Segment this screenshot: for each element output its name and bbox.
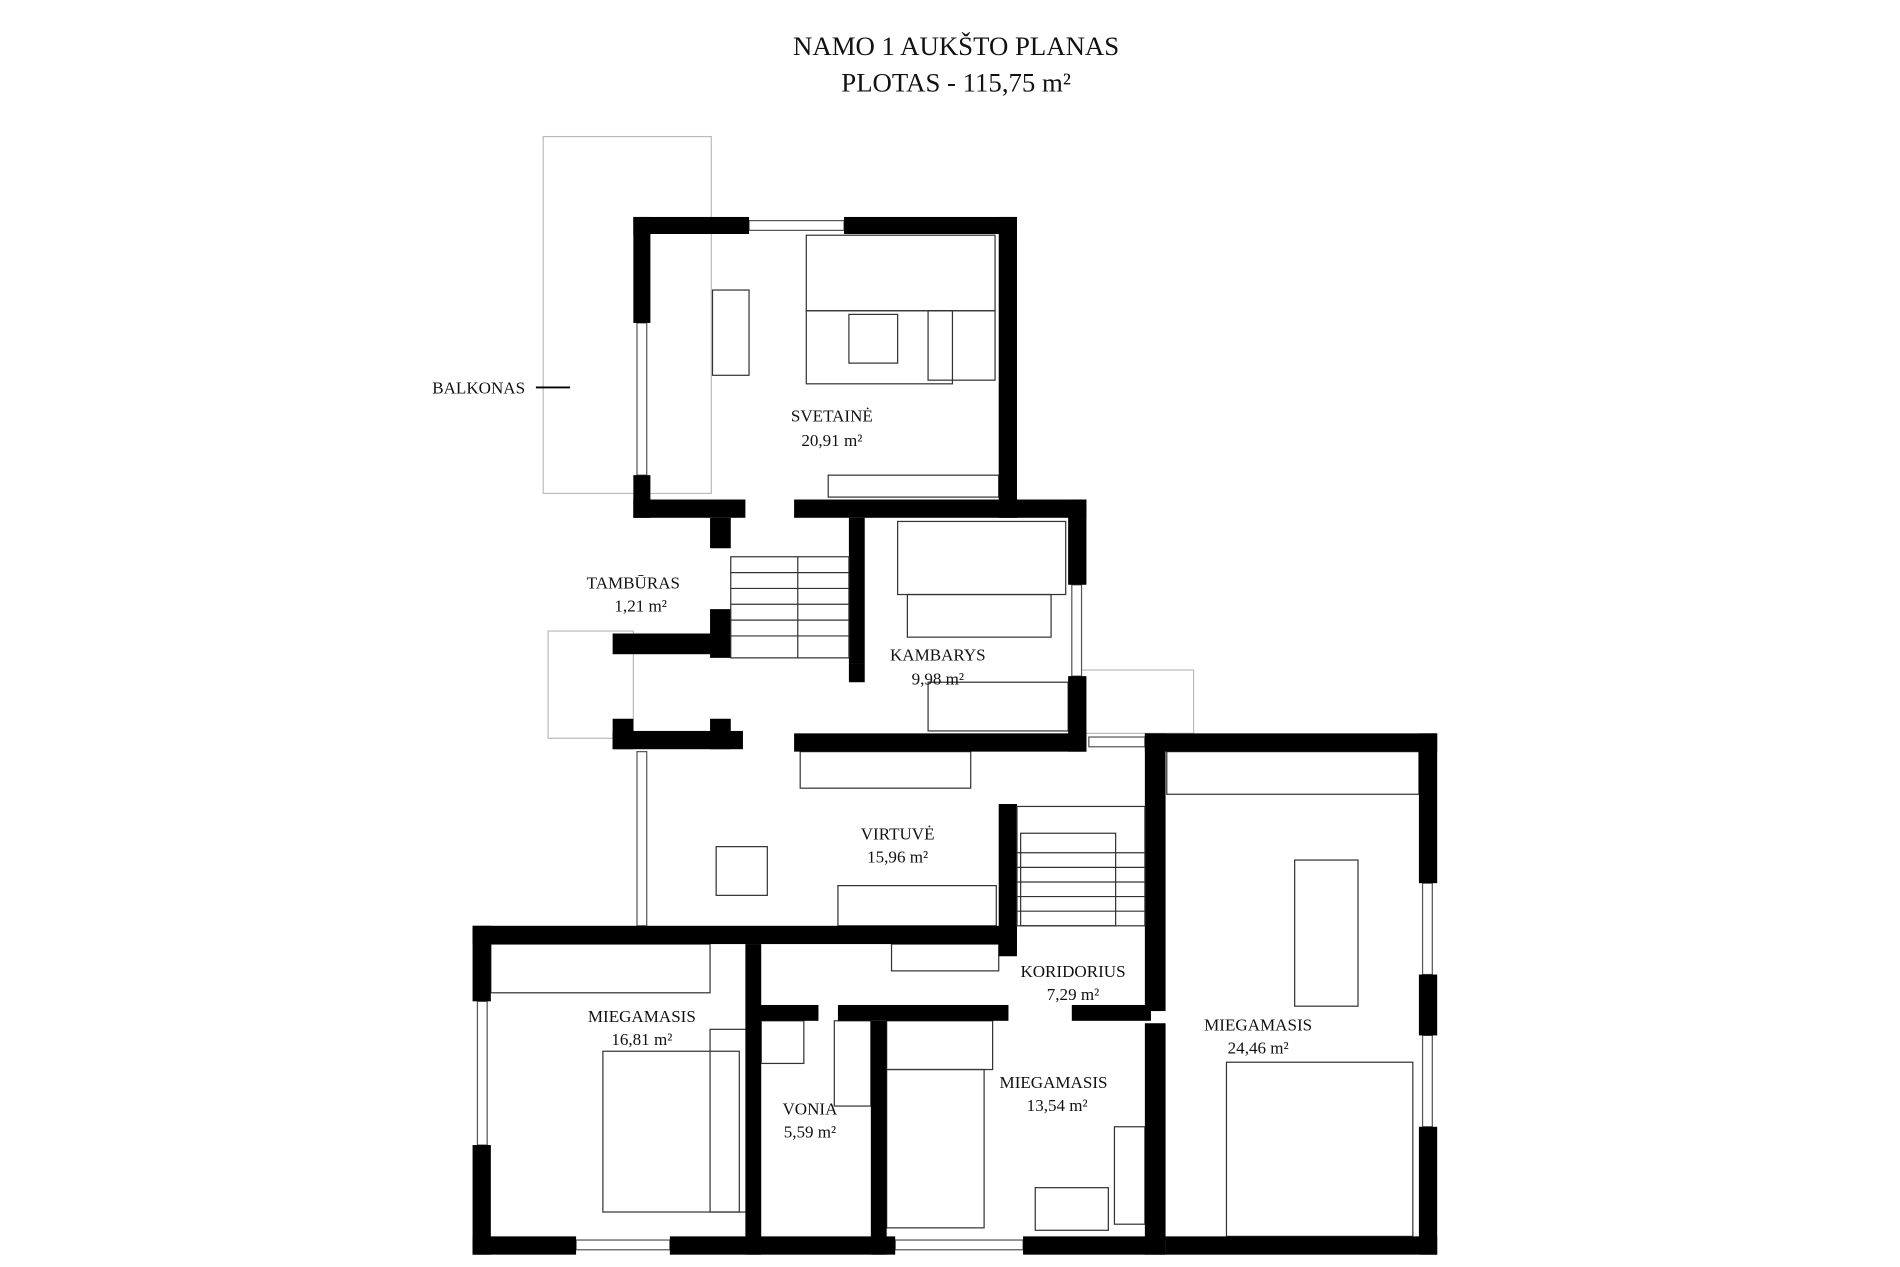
wall-segment: [1418, 733, 1438, 884]
window: [1088, 736, 1146, 748]
plan-title: NAMO 1 AUKŠTO PLANAS: [793, 31, 1119, 61]
desk-bed: [886, 1068, 985, 1229]
wall-segment: [612, 730, 743, 750]
sofa-bed: [897, 520, 1067, 596]
wall-segment: [794, 733, 1087, 752]
desk-2: [1034, 1187, 1109, 1231]
terrace-outline: [1077, 669, 1195, 734]
wall-segment: [870, 1020, 887, 1255]
wall-segment: [1071, 1004, 1151, 1021]
room-name-miegamasis-1: MIEGAMASIS: [588, 1007, 696, 1026]
kitchen-table: [715, 846, 768, 896]
wall-segment: [472, 1145, 491, 1255]
wall-segment: [848, 663, 865, 683]
dining-table: [711, 289, 750, 376]
wall-segment: [1418, 974, 1438, 1036]
sofa-chaise: [927, 310, 996, 381]
window: [748, 220, 845, 231]
wardrobe-master: [1166, 751, 1420, 795]
wall-segment: [472, 1236, 577, 1255]
bed-headboard: [709, 1028, 748, 1213]
balcony-outline: [542, 135, 712, 495]
window: [575, 1239, 671, 1251]
bed-base: [906, 593, 1052, 638]
room-name-svetaine: SVETAINĖ: [791, 407, 873, 426]
tv-stand: [827, 474, 1000, 498]
wall-segment: [633, 216, 651, 323]
wardrobe-2: [886, 1020, 994, 1071]
kitchen-counter: [799, 751, 972, 789]
wall-segment: [1144, 733, 1166, 1012]
wall-segment: [472, 925, 1017, 945]
kitchen-island: [837, 885, 997, 927]
room-name-miegamasis-3: MIEGAMASIS: [1204, 1016, 1312, 1035]
wall-segment: [710, 517, 731, 549]
rug: [1294, 859, 1359, 1007]
room-area-miegamasis-2: 13,54 m²: [1027, 1096, 1088, 1115]
cabinet: [1113, 1126, 1146, 1225]
wardrobe: [490, 943, 711, 994]
window: [894, 1239, 1024, 1251]
room-area-vonia: 5,59 m²: [784, 1123, 836, 1142]
wall-segment: [1144, 1023, 1166, 1255]
staircase-lower: [1016, 805, 1146, 927]
bed: [602, 1050, 740, 1213]
room-name-kambarys: KAMBARYS: [890, 645, 986, 664]
wall-segment: [1068, 676, 1087, 752]
wall-segment: [633, 216, 750, 235]
room-area-svetaine: 20,91 m²: [801, 431, 862, 450]
room-area-miegamasis-1: 16,81 m²: [611, 1030, 672, 1049]
window: [1421, 882, 1433, 976]
room-name-tamburas: TAMBŪRAS: [587, 573, 680, 592]
wall-segment: [633, 499, 746, 518]
desk: [927, 681, 1069, 732]
room-name-vonia: VONIA: [782, 1100, 838, 1119]
wall-segment: [1023, 1236, 1166, 1255]
room-area-koridorius: 7,29 m²: [1047, 985, 1099, 1004]
entrance-porch: [547, 630, 634, 739]
sofa: [805, 234, 996, 312]
room-area-kambarys: 9,98 m²: [912, 670, 964, 689]
plan-area: PLOTAS - 115,75 m²: [841, 68, 1071, 98]
balcony-label: BALKONAS: [432, 379, 525, 398]
living-rug: [805, 310, 954, 385]
bed-master: [1225, 1061, 1414, 1237]
room-name-virtuve: VIRTUVĖ: [861, 824, 935, 843]
window: [476, 1000, 488, 1146]
wall-segment: [844, 216, 1017, 235]
walls: [472, 216, 1438, 1255]
shower: [760, 1020, 805, 1065]
wall-segment: [998, 216, 1017, 518]
sink-counter: [833, 1020, 872, 1107]
wall-segment: [669, 1236, 896, 1255]
room-name-koridorius: KORIDORIUS: [1020, 962, 1125, 981]
room-area-tamburas: 1,21 m²: [614, 597, 666, 616]
wall-segment: [1165, 1236, 1438, 1255]
window: [1421, 1034, 1433, 1128]
wall-segment: [472, 925, 491, 1002]
wall-segment: [755, 1004, 819, 1021]
wall-segment: [612, 633, 731, 655]
room-area-miegamasis-3: 24,46 m²: [1228, 1039, 1289, 1058]
wall-segment: [848, 517, 865, 664]
wall-segment: [1418, 1126, 1438, 1255]
hallway-cabinet: [890, 943, 1000, 972]
wall-segment: [1068, 499, 1087, 585]
wall-segment: [794, 499, 1087, 518]
room-area-virtuve: 15,96 m²: [867, 847, 928, 866]
wall-segment: [745, 944, 762, 1255]
window: [1071, 584, 1083, 677]
wall-segment: [998, 804, 1017, 957]
coffee-table: [848, 313, 899, 364]
room-name-miegamasis-2: MIEGAMASIS: [1000, 1073, 1108, 1092]
staircase-upper: [730, 556, 850, 659]
window: [636, 322, 648, 476]
wall-segment: [837, 1004, 1009, 1021]
window: [636, 751, 648, 927]
wall-segment: [1144, 733, 1438, 752]
